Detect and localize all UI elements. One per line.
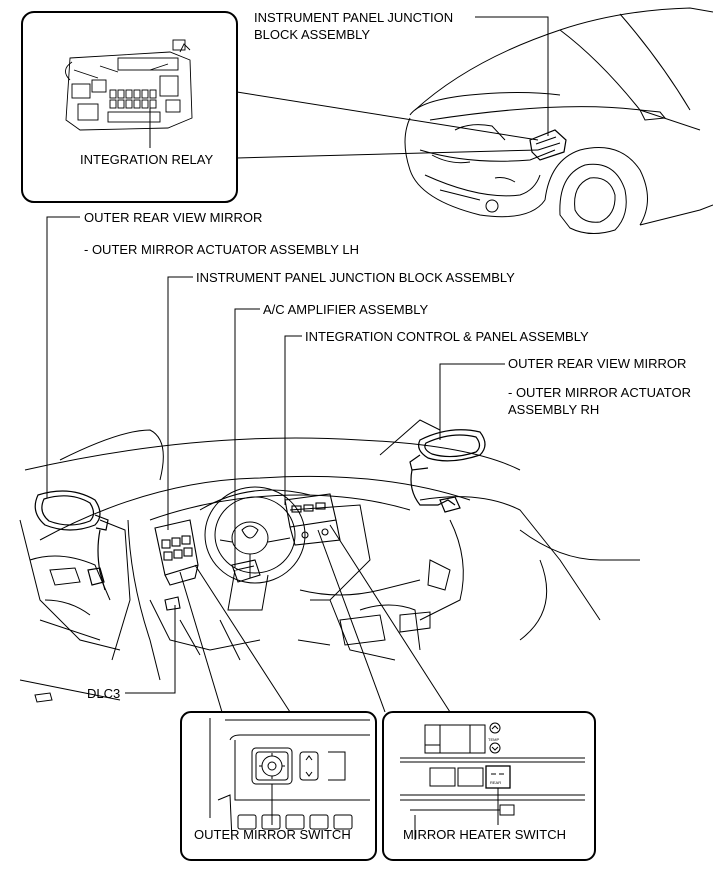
integration-relay-inset	[21, 11, 238, 203]
label-integration-relay: INTEGRATION RELAY	[80, 152, 214, 167]
ac-amplifier-in-cabin	[231, 559, 261, 583]
label-outer-mirror-left: OUTER REAR VIEW MIRROR	[84, 210, 263, 225]
car-interior-drawing	[19, 419, 640, 703]
inset-callout-line-lower	[236, 149, 539, 159]
label-ipjb-main: INSTRUMENT PANEL JUNCTION BLOCK ASSEMBLY	[196, 270, 515, 285]
label-outer-mirror-right-sub2: ASSEMBLY RH	[508, 402, 600, 417]
label-outer-mirror-switch: OUTER MIRROR SWITCH	[194, 827, 351, 842]
outer-mirror-lh	[34, 490, 109, 591]
ac-amplifier-leader	[234, 308, 260, 568]
outer-mirror-rh-leader	[439, 363, 505, 440]
mirror-heater-switch-drawing: TEMP REAR	[400, 722, 585, 840]
leader-lines	[46, 216, 505, 713]
ipjb-in-cabin	[154, 519, 199, 586]
ipjb-main-leader	[167, 276, 193, 530]
outer-mirror-rh	[409, 429, 486, 513]
label-integration-control: INTEGRATION CONTROL & PANEL ASSEMBLY	[305, 329, 589, 344]
ipjb-top-leader	[475, 16, 549, 136]
label-outer-mirror-left-sub: - OUTER MIRROR ACTUATOR ASSEMBLY LH	[84, 242, 359, 257]
junction-block-in-car	[529, 129, 567, 161]
label-mirror-heater-switch: MIRROR HEATER SWITCH	[403, 827, 566, 842]
heater-callout-a	[317, 529, 386, 713]
label-ac-amplifier: A/C AMPLIFIER ASSEMBLY	[263, 302, 429, 317]
outer-mirror-switch-drawing	[209, 718, 370, 841]
dlc3-in-cabin	[164, 596, 181, 611]
switch-callout-left-b	[194, 564, 291, 713]
svg-text:TEMP: TEMP	[488, 737, 499, 742]
label-dlc3: DLC3	[87, 686, 121, 701]
dlc3-leader	[125, 605, 176, 694]
integration-control-panel-in-cabin	[284, 493, 341, 546]
switch-callout-left-a	[179, 571, 223, 713]
label-outer-mirror-right: OUTER REAR VIEW MIRROR	[508, 356, 687, 371]
inset-callout-line-upper	[236, 91, 539, 141]
label-outer-mirror-right-sub1: - OUTER MIRROR ACTUATOR	[508, 385, 691, 400]
heater-callout-b	[329, 524, 451, 713]
label-ipjb-top-line1: INSTRUMENT PANEL JUNCTION	[254, 10, 454, 25]
mirror-heater-switch-inset: TEMP REAR	[382, 711, 596, 861]
car-exterior-drawing	[404, 7, 713, 234]
junction-block-drawing	[65, 39, 193, 131]
label-ipjb-top-line2: BLOCK ASSEMBLY	[254, 27, 371, 42]
svg-text:REAR: REAR	[490, 780, 501, 785]
integration-control-leader	[284, 335, 302, 505]
outer-mirror-switch-inset	[180, 711, 377, 861]
outer-mirror-lh-leader	[46, 216, 80, 498]
